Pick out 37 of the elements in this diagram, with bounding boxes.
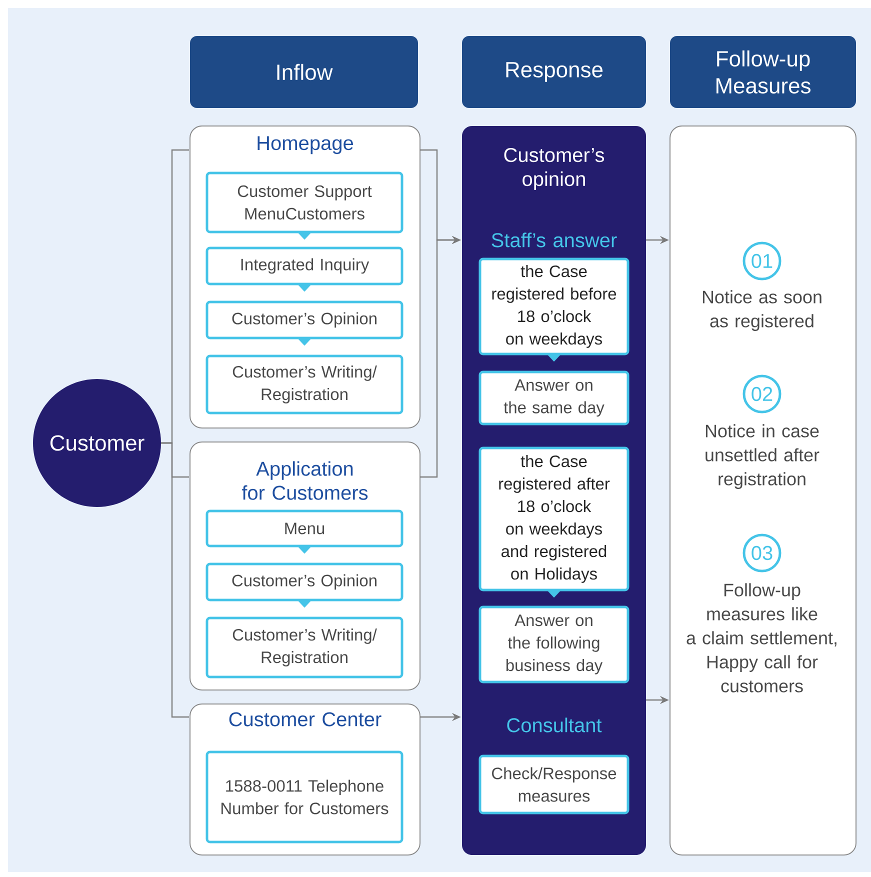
flow-arrow (297, 600, 312, 608)
step-box: Customer’s Writing/ Registration (206, 616, 404, 678)
measures-panel (670, 126, 856, 856)
flow-arrow (297, 284, 312, 292)
flow-arrow (297, 338, 312, 346)
flow-arrow (546, 590, 562, 598)
channel-title: Customer Center (229, 712, 382, 726)
step-box: Answer on the following business day (478, 606, 630, 684)
step-box: 1588-0011 Telephone Number for Customers (206, 750, 404, 844)
step-description: Notice as soon as registered (702, 290, 822, 331)
panel-title: Customer’s opinion (504, 148, 604, 190)
column-header: Inflow (190, 36, 418, 108)
step-box: Customer’s Opinion (206, 300, 404, 340)
step-box: Customer Support MenuCustomers (206, 172, 404, 234)
step-box: Customer’s Writing/ Registration (206, 354, 404, 414)
flow-arrow (297, 546, 312, 554)
connector-line (161, 442, 189, 718)
step-box: Menu (206, 510, 404, 548)
step-box: Check/Response measures (478, 754, 630, 814)
number-badge: 03 (742, 534, 782, 572)
step-description: Follow-up measures like a claim settlement, Happy call for customers (686, 583, 836, 692)
column-header: Response (462, 36, 646, 108)
number-badge: 01 (742, 242, 782, 280)
number-badge: 02 (742, 374, 782, 414)
column-header: Follow-up Measures (670, 36, 856, 108)
channel-title: Homepage (258, 136, 353, 154)
flow-arrow (297, 232, 312, 240)
section-heading: Staff’s answer (492, 232, 617, 248)
channel-title: Application for Customers (242, 461, 368, 500)
step-box: the Case registered before 18 o’clock on weekdays (478, 258, 630, 356)
step-box: Integrated Inquiry (206, 246, 404, 286)
step-box: the Case registered after 18 o’clock on weekdays and registered on Holidays (478, 446, 630, 592)
step-box: Customer’s Opinion (206, 562, 404, 602)
flow-arrow (546, 354, 562, 362)
step-box: Answer on the same day (478, 370, 630, 426)
section-heading: Consultant (507, 718, 602, 732)
step-description: Notice in case unsettled after registration (706, 424, 820, 489)
